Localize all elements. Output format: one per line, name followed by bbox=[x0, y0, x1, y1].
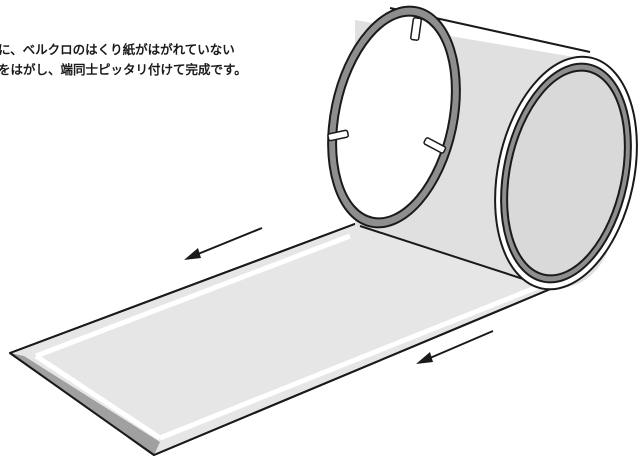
tube-back-opening bbox=[327, 5, 461, 229]
velcro-strip-left bbox=[35, 233, 351, 359]
instruction-line-1: に、ベルクロのはくり紙がはがれていない bbox=[0, 42, 235, 57]
velcro-strip-end bbox=[34, 353, 162, 441]
velcro-tab-right bbox=[423, 137, 447, 154]
flat-sheet bbox=[9, 221, 561, 456]
tube-front-opening bbox=[494, 55, 638, 291]
arrow-upper bbox=[184, 227, 263, 260]
instruction-line-2: をはがし、端同士ピッタリ付けて完成です。 bbox=[0, 62, 247, 77]
velcro-strip-bottom bbox=[159, 283, 541, 441]
velcro-tab-top bbox=[410, 17, 422, 41]
rolled-tube bbox=[327, 5, 638, 291]
instruction-caption: に、ベルクロのはくり紙がはがれていない をはがし、端同士ピッタリ付けて完成です。 bbox=[0, 40, 330, 80]
arrow-lower bbox=[416, 330, 494, 364]
velcro-tab-left bbox=[327, 129, 349, 142]
